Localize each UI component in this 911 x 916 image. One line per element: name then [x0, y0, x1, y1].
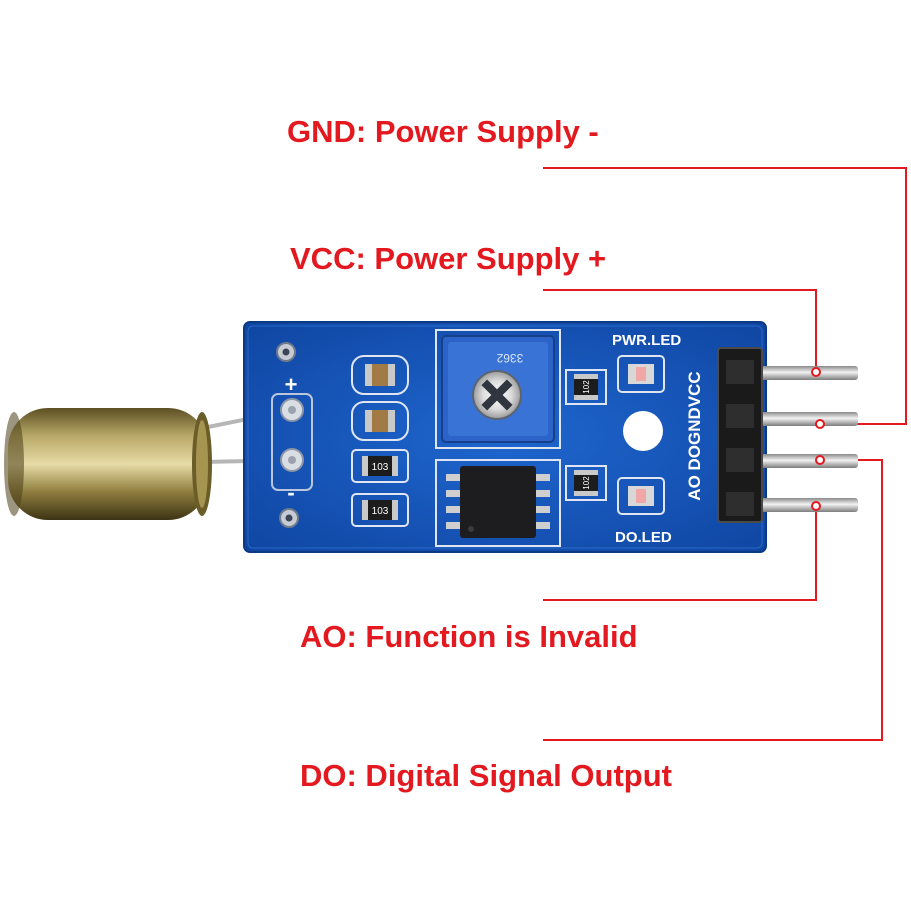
gnd-label: GND: Power Supply - [287, 114, 599, 149]
leader-dots [811, 367, 825, 511]
tilt-switch [4, 408, 212, 520]
capacitor-2 [351, 401, 409, 441]
minus-sign: - [287, 480, 294, 505]
pin-header-block [717, 347, 763, 523]
header-pins [758, 366, 858, 512]
resistor-2: 103 [351, 493, 409, 527]
plus-sign: + [285, 372, 298, 397]
resistor-2-code: 103 [372, 506, 389, 517]
do-led [617, 477, 665, 515]
pcb-board: 103 103 3362 102 [243, 321, 767, 553]
potentiometer: 3362 [435, 329, 561, 449]
resistor-1-code: 103 [372, 462, 389, 473]
vcc-label: VCC: Power Supply + [290, 241, 607, 276]
pot-code: 3362 [496, 351, 523, 365]
ao-label: AO: Function is Invalid [300, 619, 638, 654]
capacitor-1 [351, 355, 409, 395]
power-led [617, 355, 665, 393]
pwr-led-label: PWR.LED [612, 332, 681, 349]
vcc-leader-line [543, 289, 817, 372]
mounting-hole-right [623, 411, 663, 451]
gnd-leader-line [543, 167, 907, 425]
resistor-4: 102 [565, 465, 607, 501]
pin-header-label: AO DOGNDVCC [685, 371, 704, 500]
ic-chip [435, 459, 561, 547]
pin-header-slots [726, 360, 754, 516]
do-label: DO: Digital Signal Output [300, 758, 672, 793]
resistor-3-code: 102 [582, 380, 591, 394]
ao-leader-line [543, 506, 817, 601]
resistor-1: 103 [351, 449, 409, 483]
resistor-3: 102 [565, 369, 607, 405]
do-led-label: DO.LED [615, 529, 672, 546]
resistor-4-code: 102 [582, 476, 591, 490]
